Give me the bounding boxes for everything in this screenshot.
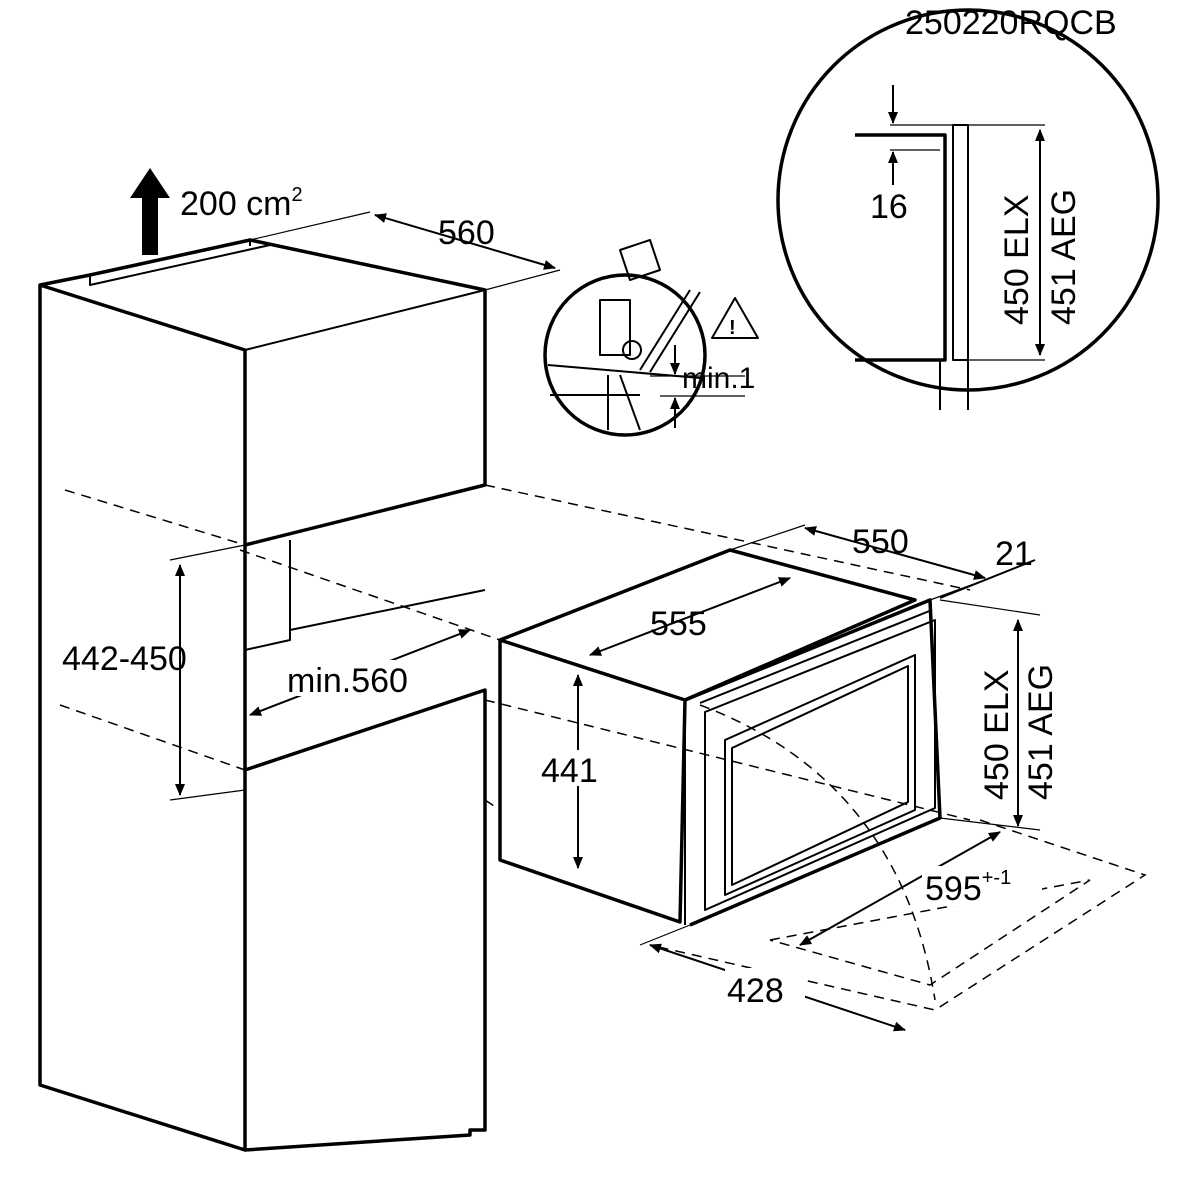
ventilation-arrow-icon xyxy=(130,168,170,255)
dim-circle-height-aeg: 451 AEG xyxy=(1045,189,1083,325)
dim-oven-body-depth-label: 555 xyxy=(650,605,707,643)
dim-niche-height-label: 442-450 xyxy=(62,640,187,678)
detail-circle-front-height xyxy=(776,8,1160,410)
svg-text:!: ! xyxy=(729,317,736,339)
dim-oven-depth xyxy=(804,526,986,580)
dim-top-depth-label: 560 xyxy=(438,214,495,252)
dim-top-depth xyxy=(249,211,561,291)
dim-front-height-elx: 450 ELX xyxy=(978,670,1016,800)
dim-front-width xyxy=(799,831,1001,946)
dim-oven-depth-label: 550 xyxy=(852,523,909,561)
dim-oven-body-depth xyxy=(589,577,791,656)
dim-circle-height-elx: 450 ELX xyxy=(998,195,1036,325)
dim-oven-body-height-label: 441 xyxy=(541,752,598,790)
document-code: 250220RQCB xyxy=(905,4,1117,42)
tall-cabinet xyxy=(38,238,487,1152)
ventilation-label: 200 cm2 xyxy=(180,184,303,223)
oven xyxy=(498,548,942,927)
dim-front-thickness-label: 21 xyxy=(995,535,1033,573)
dim-front-height-aeg: 451 AEG xyxy=(1022,664,1060,800)
detail-circle-min-gap: ! xyxy=(543,239,759,437)
dim-niche-depth-label: min.560 xyxy=(287,662,408,700)
dim-front-thickness xyxy=(939,559,1036,599)
dim-front-width-label: 595+-1 xyxy=(925,867,1011,908)
dim-min-gap-label: min.1 xyxy=(682,362,755,395)
dim-gap-top-label: 16 xyxy=(870,188,908,226)
dim-body-width-label: 428 xyxy=(727,972,784,1010)
